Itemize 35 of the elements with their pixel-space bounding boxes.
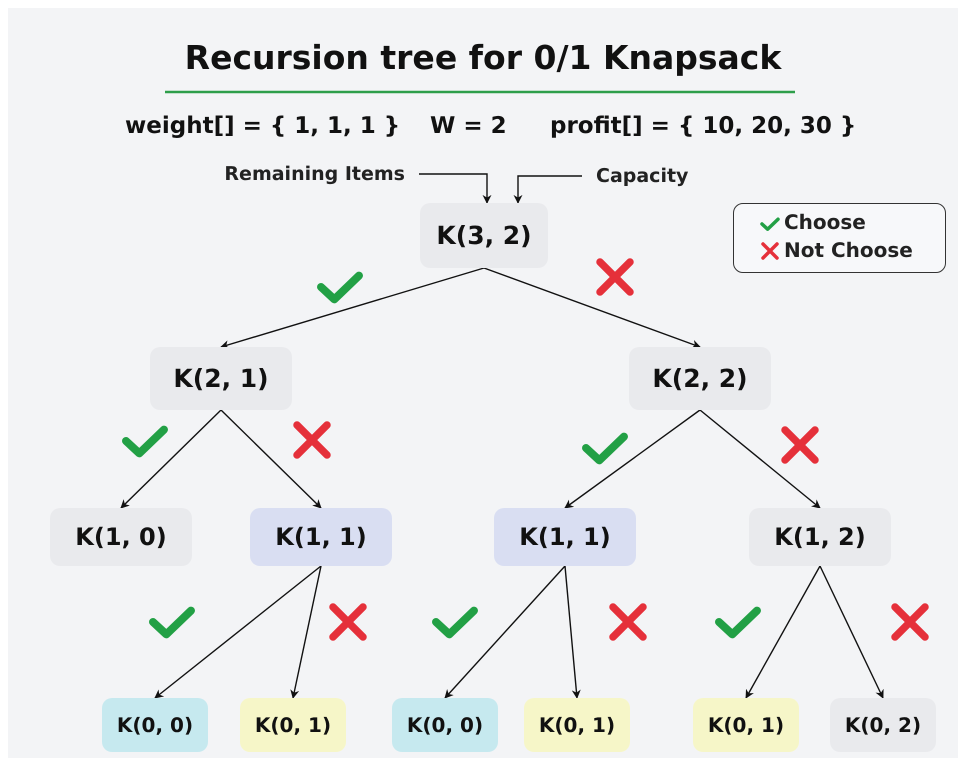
formula-text: W = 2 — [430, 113, 507, 139]
node-box: K(1, 1) — [250, 508, 392, 566]
arrow — [290, 566, 322, 699]
node-box: K(1, 0) — [50, 508, 192, 566]
arrow — [120, 410, 222, 509]
node-box: K(1, 1) — [494, 508, 636, 566]
arrow — [154, 565, 322, 699]
node-box: K(0, 1) — [240, 698, 346, 752]
node-box: K(0, 1) — [693, 698, 799, 752]
arrow — [220, 267, 484, 349]
arrow — [819, 566, 884, 699]
arrow — [444, 566, 566, 699]
node-box: K(0, 2) — [830, 698, 936, 752]
node-box: K(0, 0) — [102, 698, 208, 752]
node-box: K(0, 0) — [392, 698, 498, 752]
node-box: K(3, 2) — [420, 203, 548, 268]
arrow — [484, 267, 701, 348]
arrow — [220, 410, 322, 509]
arrow — [700, 409, 821, 509]
node-box: K(0, 1) — [524, 698, 630, 752]
node-box: K(2, 1) — [150, 347, 292, 410]
legend-text: Choose — [784, 210, 866, 234]
node-box: K(1, 2) — [749, 508, 891, 566]
title: Recursion tree for 0/1 Knapsack — [184, 38, 783, 77]
legend-text: Not Choose — [784, 238, 913, 262]
annotation-text: Capacity — [596, 165, 688, 187]
formula-text: weight[] = { 1, 1, 1 } — [125, 113, 400, 139]
formula-text: profit[] = { 10, 20, 30 } — [550, 113, 856, 139]
annotation-text: Remaining Items — [224, 163, 405, 185]
arrow — [564, 566, 581, 699]
node-box: K(2, 2) — [629, 347, 771, 410]
arrow — [745, 566, 821, 699]
arrow — [564, 409, 700, 509]
leader-arrow — [419, 173, 492, 204]
leader-arrow — [514, 175, 582, 204]
